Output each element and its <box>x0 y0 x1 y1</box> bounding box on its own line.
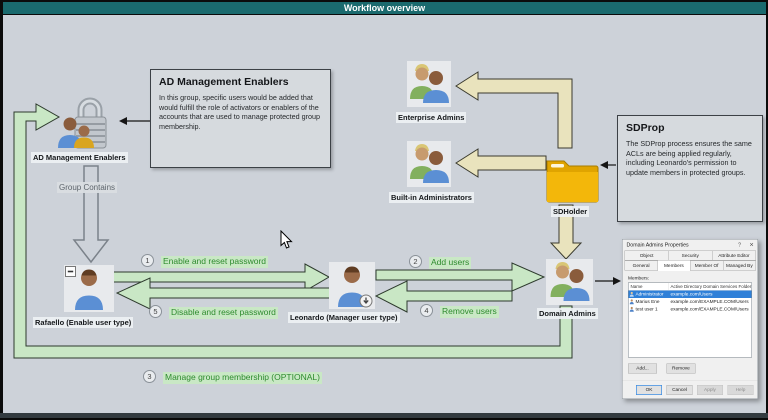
group-contains-label: Group Contains <box>57 182 118 193</box>
column-folder[interactable]: Active Directory Domain Services Folder <box>670 284 752 289</box>
apply-button: Apply <box>697 384 723 395</box>
step5-label: Disable and reset password <box>169 307 278 319</box>
members-list[interactable]: Name Active Directory Domain Services Fo… <box>628 282 752 358</box>
ok-button[interactable]: OK <box>636 384 662 395</box>
member-folder: example.com/EXAMPLE.COM/Users <box>670 306 749 313</box>
step2-badge: 2 <box>409 255 422 268</box>
tab-general[interactable]: General <box>624 260 658 271</box>
dialog-titlebar[interactable]: Domain Admins Properties ? ✕ <box>623 240 758 251</box>
help-button: Help <box>727 384 754 395</box>
rafaello-node <box>64 265 114 312</box>
step1-label: Enable and reset password <box>161 256 269 268</box>
enablers-label: AD Management Enablers <box>31 152 128 163</box>
builtin-admins-label: Built-in Administrators <box>389 192 474 203</box>
connector-domainadmins-to-dialog <box>595 277 621 285</box>
dialog-close-icon[interactable]: ✕ <box>749 242 754 248</box>
arrow-sdholder-to-enterprise <box>455 71 573 149</box>
member-user-icon <box>629 299 634 305</box>
window-border-left <box>0 0 3 420</box>
user-group-icon <box>550 262 590 301</box>
member-name: Administrator <box>635 291 664 298</box>
padlock-users-icon <box>58 97 107 149</box>
member-name: Marius Ene <box>635 299 660 305</box>
step4-badge: 4 <box>420 304 433 317</box>
dialog-tabs-row1: Object Security Attribute Editor <box>623 250 758 261</box>
step5-badge: 5 <box>149 305 162 318</box>
tab-member-of[interactable]: Member Of <box>690 260 724 271</box>
enablers-callout-body: In this group, specific users would be a… <box>159 93 321 131</box>
folder-icon <box>546 160 599 203</box>
step2-label: Add users <box>429 257 472 269</box>
user-disabled-icon <box>65 266 103 310</box>
window-border-top <box>0 0 768 2</box>
connector-sdprop-to-sdholder <box>600 161 616 169</box>
members-label: Members: <box>628 275 650 282</box>
enablers-callout: AD Management Enablers In this group, sp… <box>150 69 331 168</box>
arrow-step5-disable <box>115 277 333 310</box>
step4-label: Remove users <box>440 306 499 318</box>
arrow-step1-enable <box>111 263 331 292</box>
user-group-icon <box>410 144 449 183</box>
dialog-tabs-row2: General Members Member Of Managed By <box>623 260 758 272</box>
arrow-group-contains <box>72 165 110 264</box>
dialog-list-buttons: Add... Remove <box>628 363 752 374</box>
tab-security[interactable]: Security <box>668 250 713 261</box>
step1-badge: 1 <box>141 254 154 267</box>
sdprop-callout-title: SDProp <box>626 122 665 134</box>
sdprop-callout: SDProp The SDProp process ensures the sa… <box>617 115 763 222</box>
builtin-admins-node <box>407 141 451 187</box>
rafaello-label: Rafaello (Enable user type) <box>33 317 134 328</box>
window-titlebar: Workflow overview <box>3 2 766 15</box>
tab-object[interactable]: Object <box>624 250 669 261</box>
window-bottom-strip <box>0 413 768 420</box>
leonardo-node <box>329 262 375 309</box>
domain-admins-properties-dialog: Domain Admins Properties ? ✕ Object Secu… <box>622 239 758 399</box>
enterprise-admins-label: Enterprise Admins <box>396 112 467 123</box>
add-button[interactable]: Add... <box>628 363 657 374</box>
window-border-right <box>766 0 768 420</box>
tab-managed-by[interactable]: Managed By <box>722 260 756 271</box>
window-title: Workflow overview <box>343 3 426 13</box>
member-folder: example.com/Users <box>670 291 713 298</box>
sdprop-callout-body: The SDProp process ensures the same ACLs… <box>626 139 752 177</box>
arrow-sdholder-to-builtin <box>455 148 547 178</box>
remove-button[interactable]: Remove <box>666 363 696 374</box>
sdholder-label: SDHolder <box>551 206 590 217</box>
enterprise-admins-node <box>407 61 451 107</box>
member-folder: example.com/EXAMPLE.COM/Users <box>670 299 749 305</box>
member-row[interactable]: Administrator example.com/Users <box>628 290 752 298</box>
column-name[interactable]: Name <box>629 283 669 290</box>
member-row[interactable]: Marius Ene example.com/EXAMPLE.COM/Users <box>629 298 752 306</box>
dialog-title: Domain Admins Properties <box>626 242 689 248</box>
tab-attribute-editor[interactable]: Attribute Editor <box>711 250 756 261</box>
member-name: test user 1 <box>635 306 658 313</box>
leonardo-label: Leonardo (Manager user type) <box>288 312 400 323</box>
mouse-cursor <box>280 230 293 249</box>
domain-admins-label: Domain Admins <box>537 308 598 319</box>
tab-members[interactable]: Members <box>657 260 691 271</box>
members-list-header: Name Active Directory Domain Services Fo… <box>628 283 752 291</box>
step3-badge: 3 <box>143 370 156 383</box>
enablers-callout-title: AD Management Enablers <box>159 76 289 88</box>
member-user-icon <box>629 291 634 297</box>
user-download-icon <box>338 266 373 308</box>
domain-admins-node <box>546 259 593 305</box>
cancel-button[interactable]: Cancel <box>666 384 693 395</box>
dialog-help-icon[interactable]: ? <box>737 242 742 248</box>
user-group-icon <box>410 64 449 103</box>
connector-callout-to-enablers <box>119 117 150 125</box>
dialog-footer: OK Cancel Apply Help <box>622 380 758 399</box>
member-user-icon <box>629 306 634 312</box>
step3-label: Manage group membership (OPTIONAL) <box>163 372 322 384</box>
member-row[interactable]: test user 1 example.com/EXAMPLE.COM/User… <box>629 306 752 314</box>
